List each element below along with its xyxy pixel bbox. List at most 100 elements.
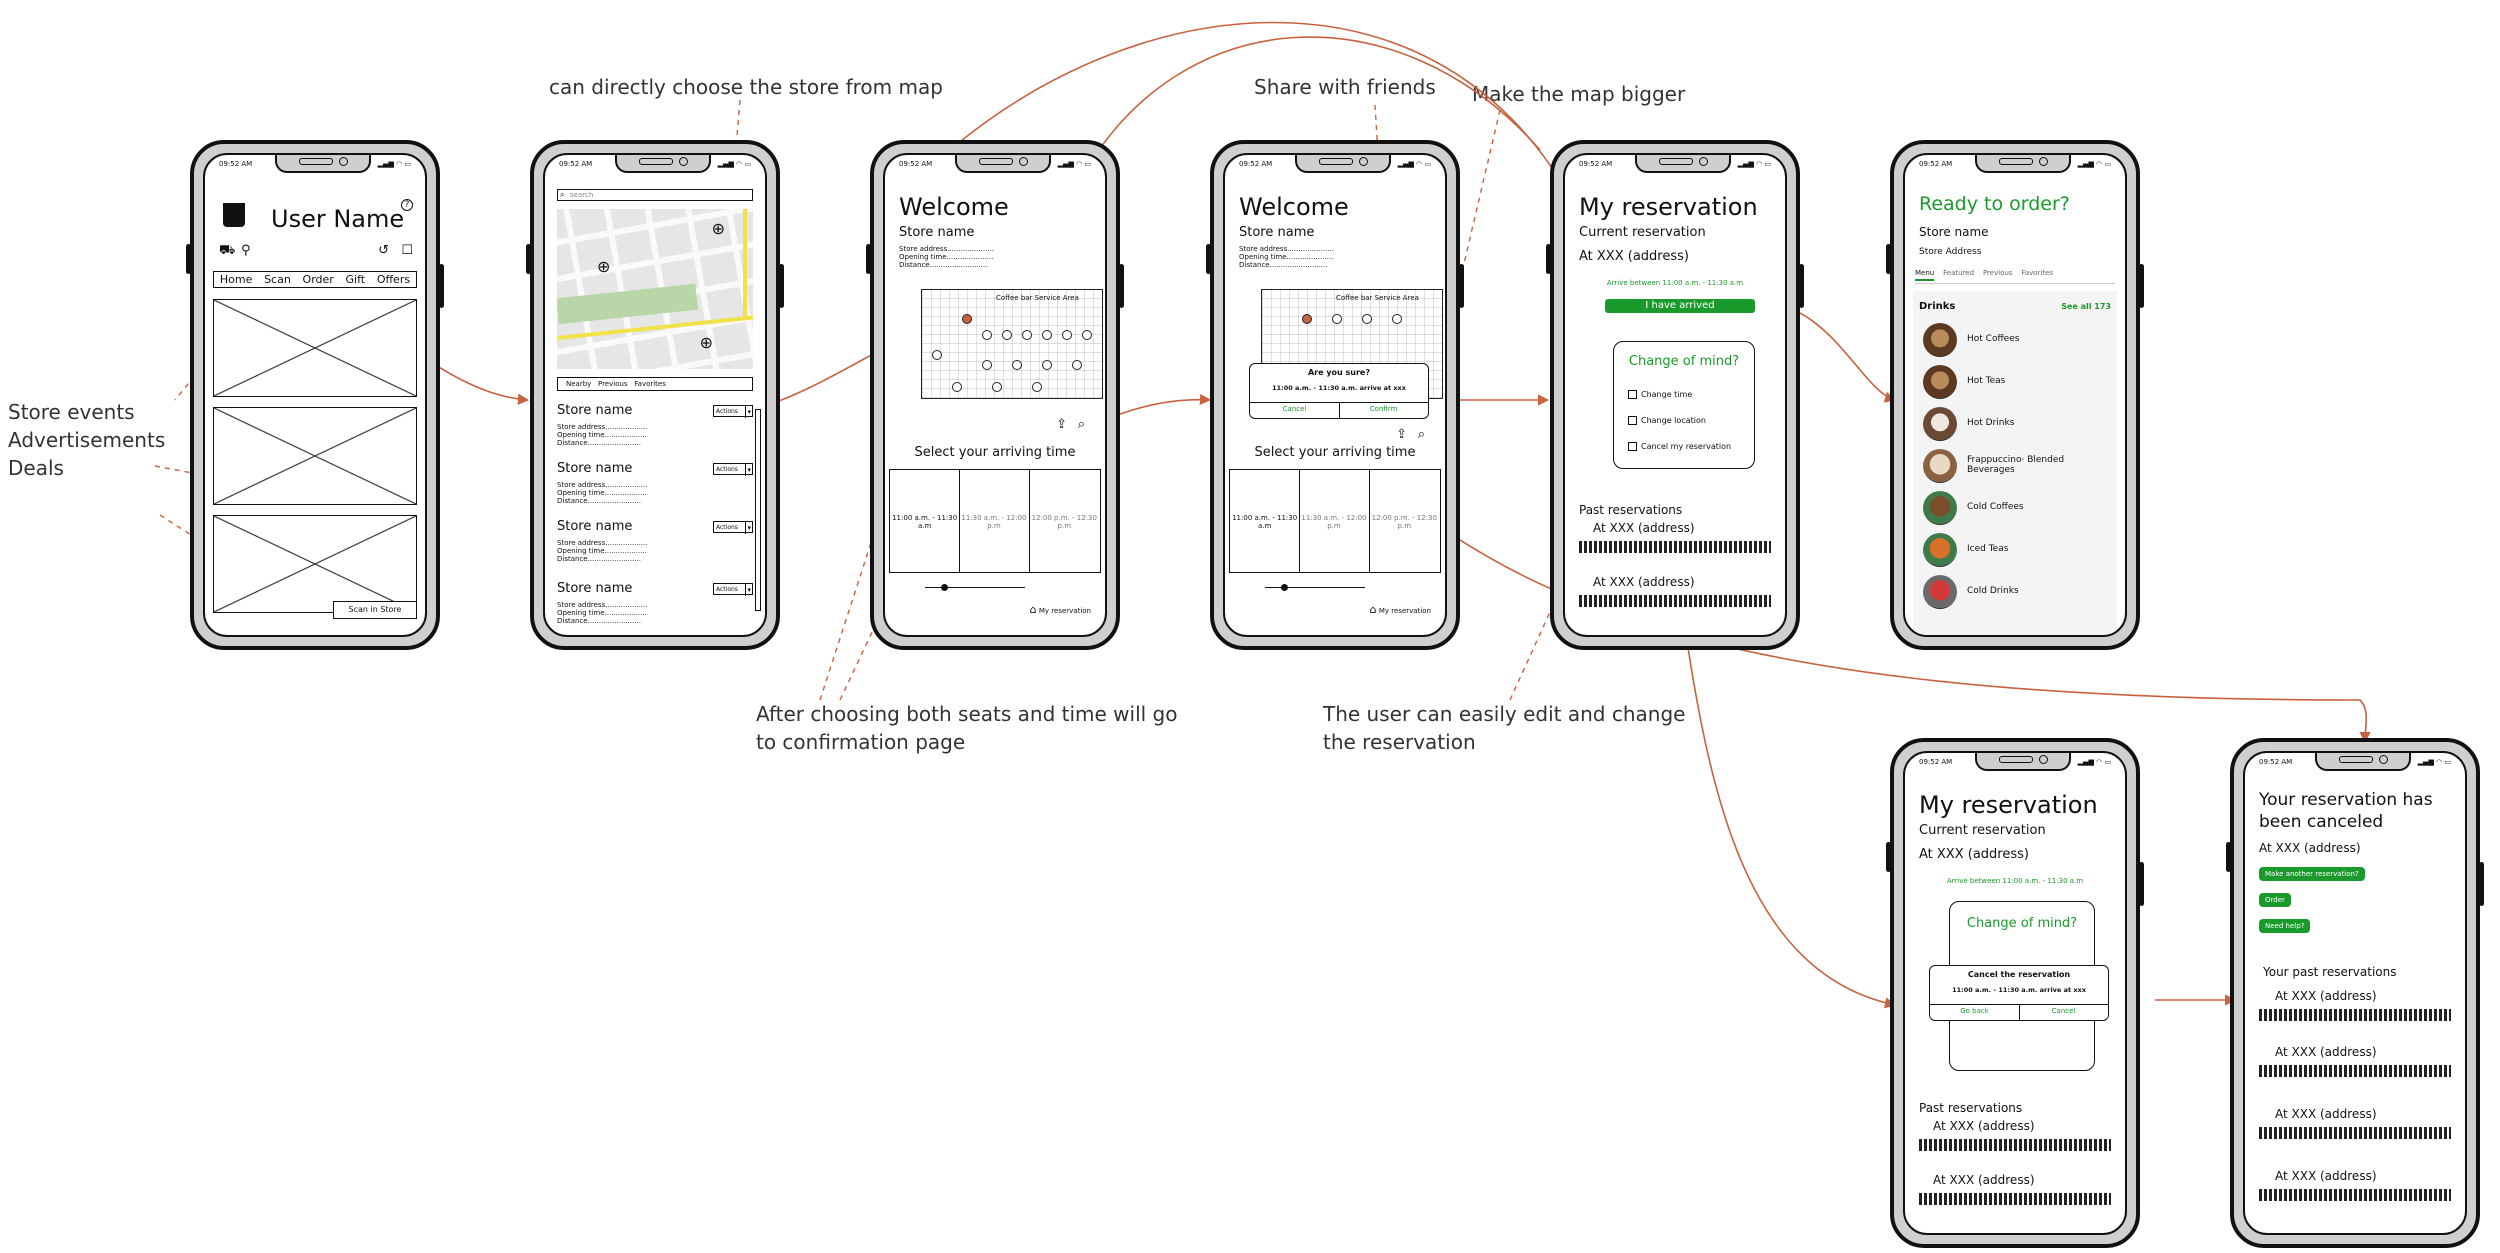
checkbox[interactable] bbox=[1628, 390, 1637, 399]
option-change-location[interactable]: Change location bbox=[1628, 416, 1706, 425]
banner-advertisements[interactable] bbox=[213, 407, 417, 505]
menu-item-iced-teas[interactable]: Iced Teas bbox=[1923, 533, 2123, 569]
cancel-button[interactable]: Cancel bbox=[1282, 405, 1307, 413]
search-input[interactable]: ⌕ search bbox=[557, 189, 753, 201]
seat[interactable] bbox=[1062, 330, 1072, 340]
seat[interactable] bbox=[1072, 360, 1082, 370]
store-list-item[interactable]: Store name Actions Store address........… bbox=[557, 519, 753, 571]
my-reservation-link[interactable]: ⌂ My reservation bbox=[1370, 603, 1431, 616]
menu-item-hot-teas[interactable]: Hot Teas bbox=[1923, 365, 2123, 401]
store-list-scrollbar[interactable] bbox=[755, 409, 761, 611]
tab-favorites[interactable]: Favorites bbox=[2021, 269, 2054, 277]
menu-item-cold-drinks[interactable]: Cold Drinks bbox=[1923, 575, 2123, 611]
store-marker-icon[interactable]: ⊕ bbox=[699, 333, 713, 352]
share-icon[interactable]: ⇪ bbox=[1396, 427, 1407, 442]
help-icon[interactable]: ? bbox=[401, 199, 413, 211]
tab-previous[interactable]: Previous bbox=[597, 380, 628, 388]
nav-gift[interactable]: Gift bbox=[345, 273, 366, 286]
banner-deals[interactable] bbox=[213, 515, 417, 613]
time-slot[interactable]: 11:30 a.m. - 12:00 p.m bbox=[1301, 514, 1367, 530]
profile-icon[interactable]: ☐ bbox=[401, 243, 413, 258]
location-pin-icon[interactable]: ⚲ bbox=[241, 243, 251, 258]
confirm-button[interactable]: Confirm bbox=[1369, 405, 1398, 413]
seat[interactable] bbox=[1042, 330, 1052, 340]
tab-favorites[interactable]: Favorites bbox=[634, 380, 666, 388]
menu-item-hot-drinks[interactable]: Hot Drinks bbox=[1923, 407, 2123, 443]
seat[interactable] bbox=[1392, 314, 1402, 324]
time-scrollbar[interactable] bbox=[925, 587, 1025, 588]
seat[interactable] bbox=[962, 314, 972, 324]
scan-in-store-button[interactable]: Scan in Store bbox=[333, 601, 417, 619]
seat[interactable] bbox=[982, 360, 992, 370]
seat[interactable] bbox=[1012, 360, 1022, 370]
seat-floor-plan[interactable]: Coffee bar Service Area bbox=[921, 289, 1103, 399]
time-slot-picker[interactable]: 11:00 a.m. - 11:30 a.m 11:30 a.m. - 12:0… bbox=[889, 469, 1101, 573]
share-icon[interactable]: ⇪ bbox=[1056, 417, 1067, 432]
seat[interactable] bbox=[1002, 330, 1012, 340]
go-back-button[interactable]: Go back bbox=[1960, 1007, 1989, 1015]
store-actions-dropdown[interactable]: Actions bbox=[713, 583, 753, 596]
time-slot[interactable]: 12:00 p.m. - 12:30 p.m bbox=[1371, 514, 1437, 530]
i-have-arrived-button[interactable]: I have arrived bbox=[1605, 299, 1755, 313]
nav-order[interactable]: Order bbox=[302, 273, 334, 286]
store-map[interactable]: ⊕ ⊕ ⊕ bbox=[557, 209, 753, 369]
seat[interactable] bbox=[1302, 314, 1312, 324]
nav-offers[interactable]: Offers bbox=[376, 273, 411, 286]
change-of-mind-panel: Change of mind? Change time Change locat… bbox=[1613, 341, 1755, 469]
seat[interactable] bbox=[1042, 360, 1052, 370]
status-icons: ▂▄▆ ◠ ▭ bbox=[2077, 160, 2111, 168]
zoom-icon[interactable]: ⌕ bbox=[1417, 427, 1425, 442]
tab-previous[interactable]: Previous bbox=[1982, 269, 2013, 277]
option-cancel-reservation[interactable]: Cancel my reservation bbox=[1628, 442, 1731, 451]
make-another-reservation-button[interactable]: Make another reservation? bbox=[2259, 867, 2365, 881]
checkbox[interactable] bbox=[1628, 442, 1637, 451]
zoom-icon[interactable]: ⌕ bbox=[1077, 417, 1085, 432]
store-actions-dropdown[interactable]: Actions bbox=[713, 521, 753, 534]
seat[interactable] bbox=[1362, 314, 1372, 324]
store-actions-dropdown[interactable]: Actions bbox=[713, 463, 753, 476]
time-slot-picker[interactable]: 11:00 a.m. - 11:30 a.m 11:30 a.m. - 12:0… bbox=[1229, 469, 1441, 573]
cancel-confirm-screen: 09:52 AM ▂▄▆ ◠ ▭ My reservation Current … bbox=[1903, 751, 2127, 1235]
seat[interactable] bbox=[1082, 330, 1092, 340]
nav-home[interactable]: Home bbox=[219, 273, 253, 286]
seat[interactable] bbox=[992, 382, 1002, 392]
time-slot[interactable]: 11:30 a.m. - 12:00 p.m bbox=[961, 514, 1027, 530]
time-slot[interactable]: 11:00 a.m. - 11:30 a.m bbox=[1232, 514, 1298, 530]
seat[interactable] bbox=[1022, 330, 1032, 340]
tab-featured[interactable]: Featured bbox=[1943, 269, 1975, 277]
banner-store-events[interactable] bbox=[213, 299, 417, 397]
see-all-link[interactable]: See all 173 bbox=[2061, 302, 2111, 311]
seat[interactable] bbox=[952, 382, 962, 392]
tab-menu[interactable]: Menu bbox=[1915, 269, 1935, 281]
my-reservation-link[interactable]: ⌂ My reservation bbox=[1030, 603, 1091, 616]
home-icon: ⌂ bbox=[1029, 603, 1037, 616]
need-help-button[interactable]: Need help? bbox=[2259, 919, 2311, 933]
seat[interactable] bbox=[932, 350, 942, 360]
cancel-reservation-button[interactable]: Cancel bbox=[2051, 1007, 2076, 1015]
time-scroll-thumb[interactable] bbox=[941, 584, 948, 591]
time-scrollbar[interactable] bbox=[1265, 587, 1365, 588]
menu-item-hot-coffees[interactable]: Hot Coffees bbox=[1923, 323, 2123, 359]
history-icon[interactable]: ↺ bbox=[378, 243, 389, 258]
store-list-item[interactable]: Store name Actions Store address........… bbox=[557, 461, 753, 513]
tab-nearby[interactable]: Nearby bbox=[566, 380, 592, 388]
time-slot[interactable]: 11:00 a.m. - 11:30 a.m bbox=[892, 514, 958, 530]
store-marker-icon[interactable]: ⊕ bbox=[597, 257, 611, 276]
menu-item-cold-coffees[interactable]: Cold Coffees bbox=[1923, 491, 2123, 527]
seat[interactable] bbox=[982, 330, 992, 340]
store-marker-icon[interactable]: ⊕ bbox=[711, 219, 725, 238]
time-scroll-thumb[interactable] bbox=[1281, 584, 1288, 591]
checkbox[interactable] bbox=[1628, 416, 1637, 425]
car-icon[interactable]: ⛟ bbox=[219, 243, 236, 258]
store-list-item[interactable]: Store name Actions Store address........… bbox=[557, 403, 753, 455]
time-slot[interactable]: 12:00 p.m. - 12:30 p.m bbox=[1031, 514, 1097, 530]
seat[interactable] bbox=[1332, 314, 1342, 324]
store-actions-dropdown[interactable]: Actions bbox=[713, 405, 753, 418]
past-reservation-details bbox=[2259, 1065, 2451, 1077]
nav-scan[interactable]: Scan bbox=[264, 273, 291, 286]
store-list-item[interactable]: Store name Actions Store address........… bbox=[557, 581, 753, 633]
option-change-time[interactable]: Change time bbox=[1628, 390, 1692, 399]
menu-item-frappuccino[interactable]: Frappuccino· Blended Beverages bbox=[1923, 449, 2123, 485]
seat[interactable] bbox=[1032, 382, 1042, 392]
order-button[interactable]: Order bbox=[2259, 893, 2291, 907]
